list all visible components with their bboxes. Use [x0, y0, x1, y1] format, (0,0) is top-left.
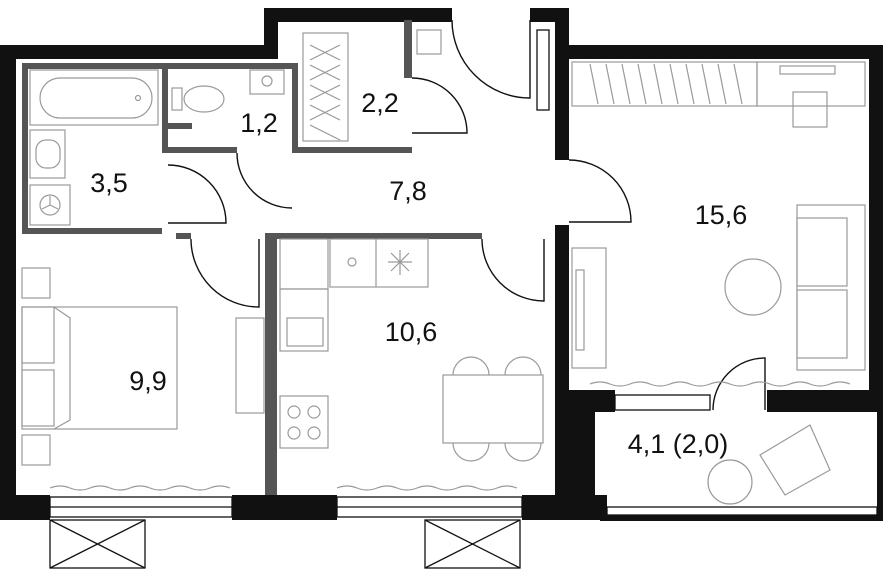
- room-area-living-room: 15,6: [695, 200, 748, 230]
- room-area-toilet: 1,2: [240, 108, 278, 138]
- room-area-balcony: 4,1 (2,0): [628, 429, 729, 459]
- furniture: [21, 29, 866, 505]
- room-area-bedroom: 9,9: [129, 366, 167, 396]
- bathtub-icon: [29, 69, 159, 126]
- room-area-hall: 7,8: [389, 176, 427, 206]
- room-labels: 3,5 1,2 2,2 7,8 15,6 10,6 9,9 4,1 (2,0): [90, 88, 747, 459]
- living-storage-icon: [571, 61, 866, 128]
- room-area-wardrobe: 2,2: [361, 88, 399, 118]
- room-area-bathroom: 3,5: [90, 168, 128, 198]
- outdoor-boxes: [49, 519, 521, 569]
- wardrobe-shelf-icon: [302, 29, 442, 142]
- sofa-icon: [571, 204, 866, 371]
- room-area-kitchen: 10,6: [385, 317, 438, 347]
- sink-icon: [29, 129, 66, 179]
- curtain-icon: [49, 381, 851, 491]
- partitions: [22, 20, 482, 495]
- windows: [49, 29, 878, 518]
- lounge-chair-icon: [707, 424, 831, 505]
- toilet-icon: [171, 69, 285, 113]
- washing-machine-icon: [29, 184, 71, 226]
- bed-icon: [21, 267, 265, 466]
- kitchen-unit-icon: [279, 238, 429, 449]
- doors: [167, 19, 766, 411]
- exterior-walls: [0, 8, 883, 521]
- dining-table-icon: [442, 356, 544, 462]
